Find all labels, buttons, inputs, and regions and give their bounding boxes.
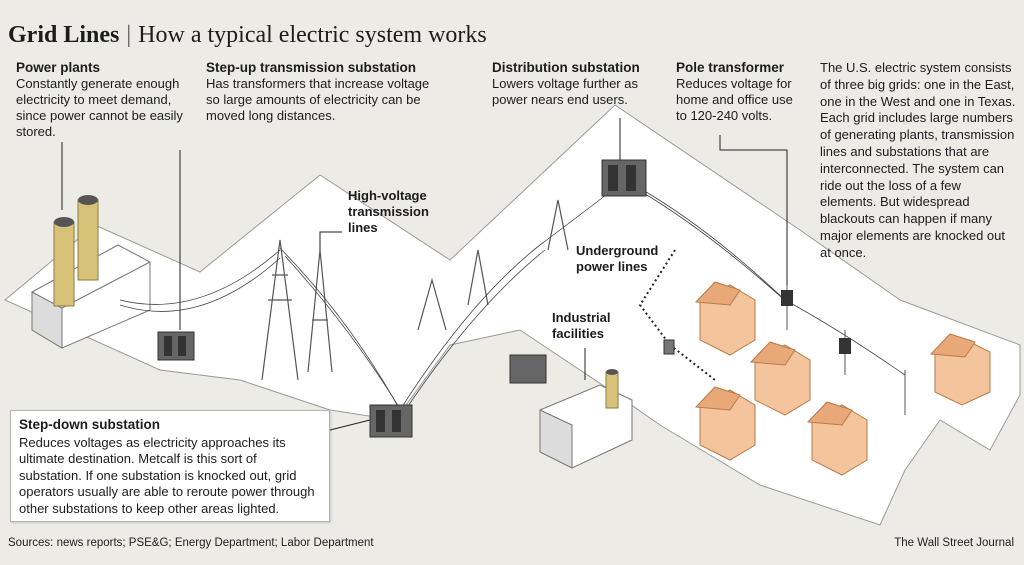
step-up-heading: Step-up transmission substation — [206, 60, 417, 75]
industrial-facility — [539, 369, 633, 469]
underground-line — [638, 249, 716, 381]
step-down-box: Step-down substation Reduces voltages as… — [10, 410, 330, 522]
title-separator: | — [126, 22, 132, 48]
grid-note: The U.S. electric system consists of thr… — [820, 60, 1016, 260]
power-plants-heading: Power plants — [16, 60, 101, 75]
industrial-substation — [509, 354, 547, 384]
pole-transformers — [781, 280, 906, 415]
underground-label: Underground power lines — [576, 243, 659, 274]
step-up-callout: Step-up transmission substation Has tran… — [206, 60, 446, 124]
power-plants-callout: Power plants Constantly generate enough … — [16, 60, 186, 140]
house — [749, 341, 811, 416]
credit-text: The Wall Street Journal — [894, 537, 1014, 549]
house — [806, 401, 868, 476]
power-plants-body: Constantly generate enough electricity t… — [16, 76, 183, 139]
title-main: Grid Lines — [8, 22, 120, 48]
distribution-substation — [601, 159, 647, 197]
distribution-heading: Distribution substation — [492, 60, 640, 75]
step-down-substation — [369, 404, 413, 438]
underground-box — [663, 339, 675, 355]
industrial-label: Industrial facilities — [552, 310, 611, 341]
house — [929, 333, 991, 406]
house — [694, 281, 756, 356]
distribution-callout: Distribution substation Lowers voltage f… — [492, 60, 652, 108]
power-plant — [31, 195, 151, 349]
pole-transformer-heading: Pole transformer — [676, 60, 785, 75]
power-lines — [119, 179, 906, 413]
houses — [694, 281, 991, 476]
leader-lines — [61, 118, 788, 431]
step-down-body: Reduces voltages as electricity approach… — [19, 434, 315, 516]
house — [694, 386, 756, 461]
distribution-body: Lowers voltage further as power nears en… — [492, 76, 638, 107]
transmission-towers — [261, 199, 569, 381]
step-down-heading: Step-down substation — [19, 417, 160, 432]
pole-transformer-body: Reduces voltage for home and office use … — [676, 76, 793, 123]
step-up-substation — [157, 331, 195, 361]
page-title: Grid Lines|How a typical electric system… — [8, 22, 487, 49]
pole-transformer-callout: Pole transformer Reduces voltage for hom… — [676, 60, 802, 124]
step-up-body: Has transformers that increase voltage s… — [206, 76, 430, 123]
sources-text: Sources: news reports; PSE&G; Energy Dep… — [8, 537, 374, 549]
title-sub: How a typical electric system works — [138, 22, 487, 48]
high-voltage-label: High-voltage transmission lines — [348, 188, 429, 235]
